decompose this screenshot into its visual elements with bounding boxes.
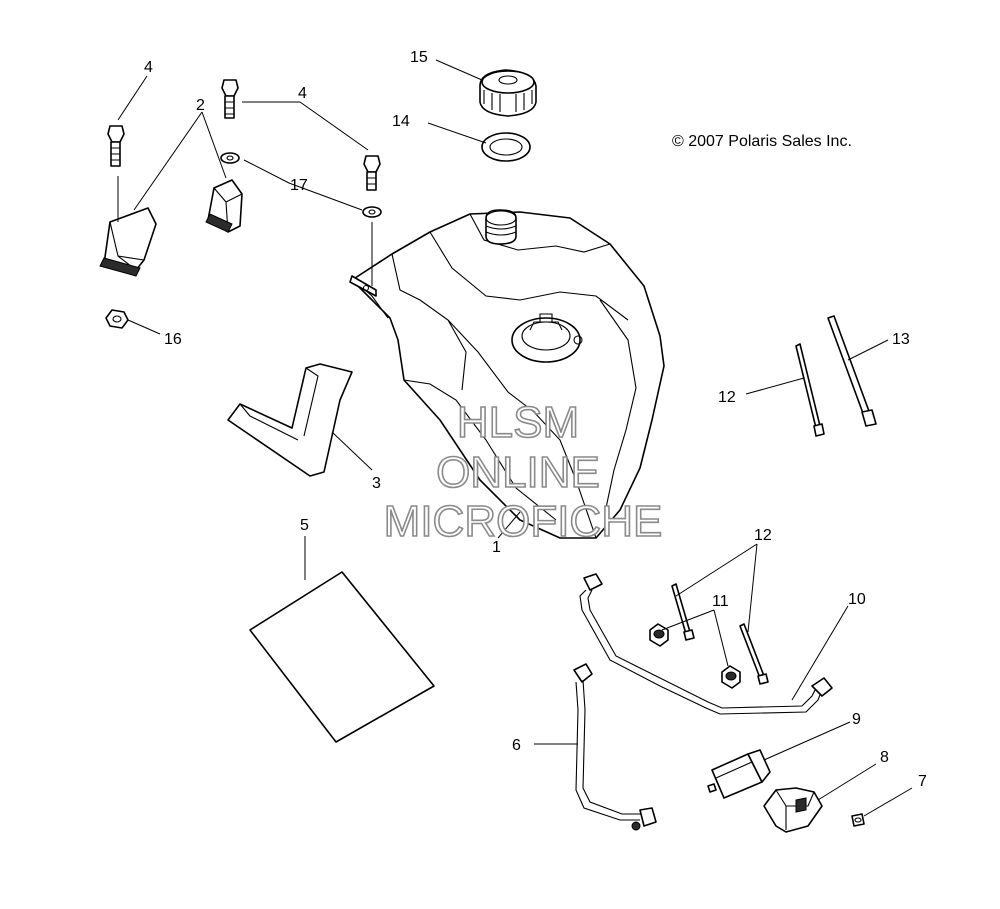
watermark: HLSM ONLINE MICROFICHE — [383, 397, 663, 547]
watermark-line-2: ONLINE — [436, 448, 600, 497]
watermark-line-3: MICROFICHE — [384, 497, 663, 546]
callout-7: 7 — [918, 773, 927, 790]
fuel-line-lower[interactable] — [573, 663, 657, 831]
cable-tie-long[interactable] — [827, 315, 877, 427]
callout-13: 13 — [892, 331, 910, 348]
callout-14: 14 — [392, 113, 410, 130]
bolt-right[interactable] — [363, 155, 381, 191]
nut[interactable] — [105, 309, 129, 329]
clip[interactable] — [763, 787, 823, 833]
callout-3: 3 — [372, 475, 381, 492]
cable-tie-lower-right[interactable] — [739, 623, 769, 685]
cable-tie-upper[interactable] — [795, 343, 825, 437]
callout-10: 10 — [848, 591, 866, 608]
washer-left[interactable] — [220, 152, 240, 164]
callout-2: 2 — [196, 97, 205, 114]
callout-4-left: 4 — [144, 59, 153, 76]
fuel-line-upper[interactable] — [579, 573, 833, 715]
callout-17: 17 — [290, 177, 308, 194]
gasket[interactable] — [481, 132, 531, 162]
pad[interactable] — [227, 363, 353, 477]
callout-11: 11 — [712, 593, 729, 610]
fuel-tank[interactable] — [349, 209, 665, 539]
callout-6: 6 — [512, 737, 521, 754]
callout-15: 15 — [410, 49, 428, 66]
grommet-upper[interactable] — [649, 623, 669, 647]
copyright-text: © 2007 Polaris Sales Inc. — [672, 133, 852, 150]
callout-12-upper: 12 — [718, 389, 736, 406]
callout-8: 8 — [880, 749, 889, 766]
callout-12-lower: 12 — [754, 527, 772, 544]
callout-5: 5 — [300, 517, 309, 534]
callout-16: 16 — [164, 331, 182, 348]
liner-pad[interactable] — [249, 571, 435, 743]
bolt-left[interactable] — [107, 125, 125, 167]
callout-4-right: 4 — [298, 85, 307, 102]
fuel-cap[interactable] — [479, 69, 537, 117]
callouts: 1 2 3 4 4 5 6 7 8 9 10 11 12 12 13 14 15… — [144, 49, 927, 790]
fuel-filter[interactable] — [707, 749, 771, 799]
washer-right[interactable] — [362, 206, 382, 218]
bolt-top[interactable] — [221, 79, 239, 119]
callout-9: 9 — [852, 711, 861, 728]
leader-lines — [117, 59, 913, 817]
cable-tie-lower-left[interactable] — [671, 583, 695, 641]
callout-1: 1 — [492, 539, 501, 556]
watermark-line-1: HLSM — [457, 398, 579, 447]
bracket-right[interactable] — [205, 179, 243, 233]
bracket-left[interactable] — [99, 207, 157, 277]
screw[interactable] — [851, 813, 865, 827]
grommet-lower[interactable] — [721, 665, 741, 689]
